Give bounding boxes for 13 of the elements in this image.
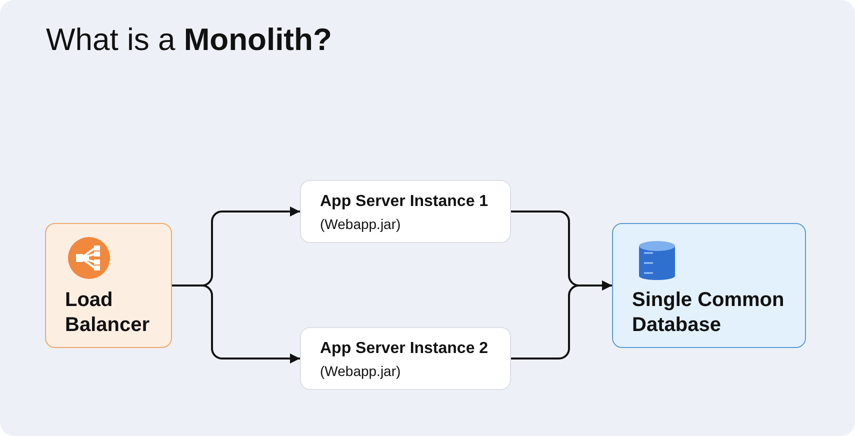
node-subtitle: (Webapp.jar)	[320, 363, 401, 379]
node-subtitle: (Webapp.jar)	[320, 216, 401, 232]
node-title: App Server Instance 2	[320, 340, 488, 358]
load-balancer-box	[45, 223, 172, 348]
arrow	[511, 280, 612, 360]
server-box	[300, 327, 511, 390]
database-box	[612, 223, 806, 348]
node-label: Single Common Database	[632, 288, 786, 338]
server-box	[300, 180, 511, 243]
node-title: App Server Instance 1	[320, 193, 488, 211]
title: What is a Monolith?	[46, 21, 332, 59]
arrow	[172, 284, 300, 364]
node-label: Load Balancer	[65, 288, 150, 338]
